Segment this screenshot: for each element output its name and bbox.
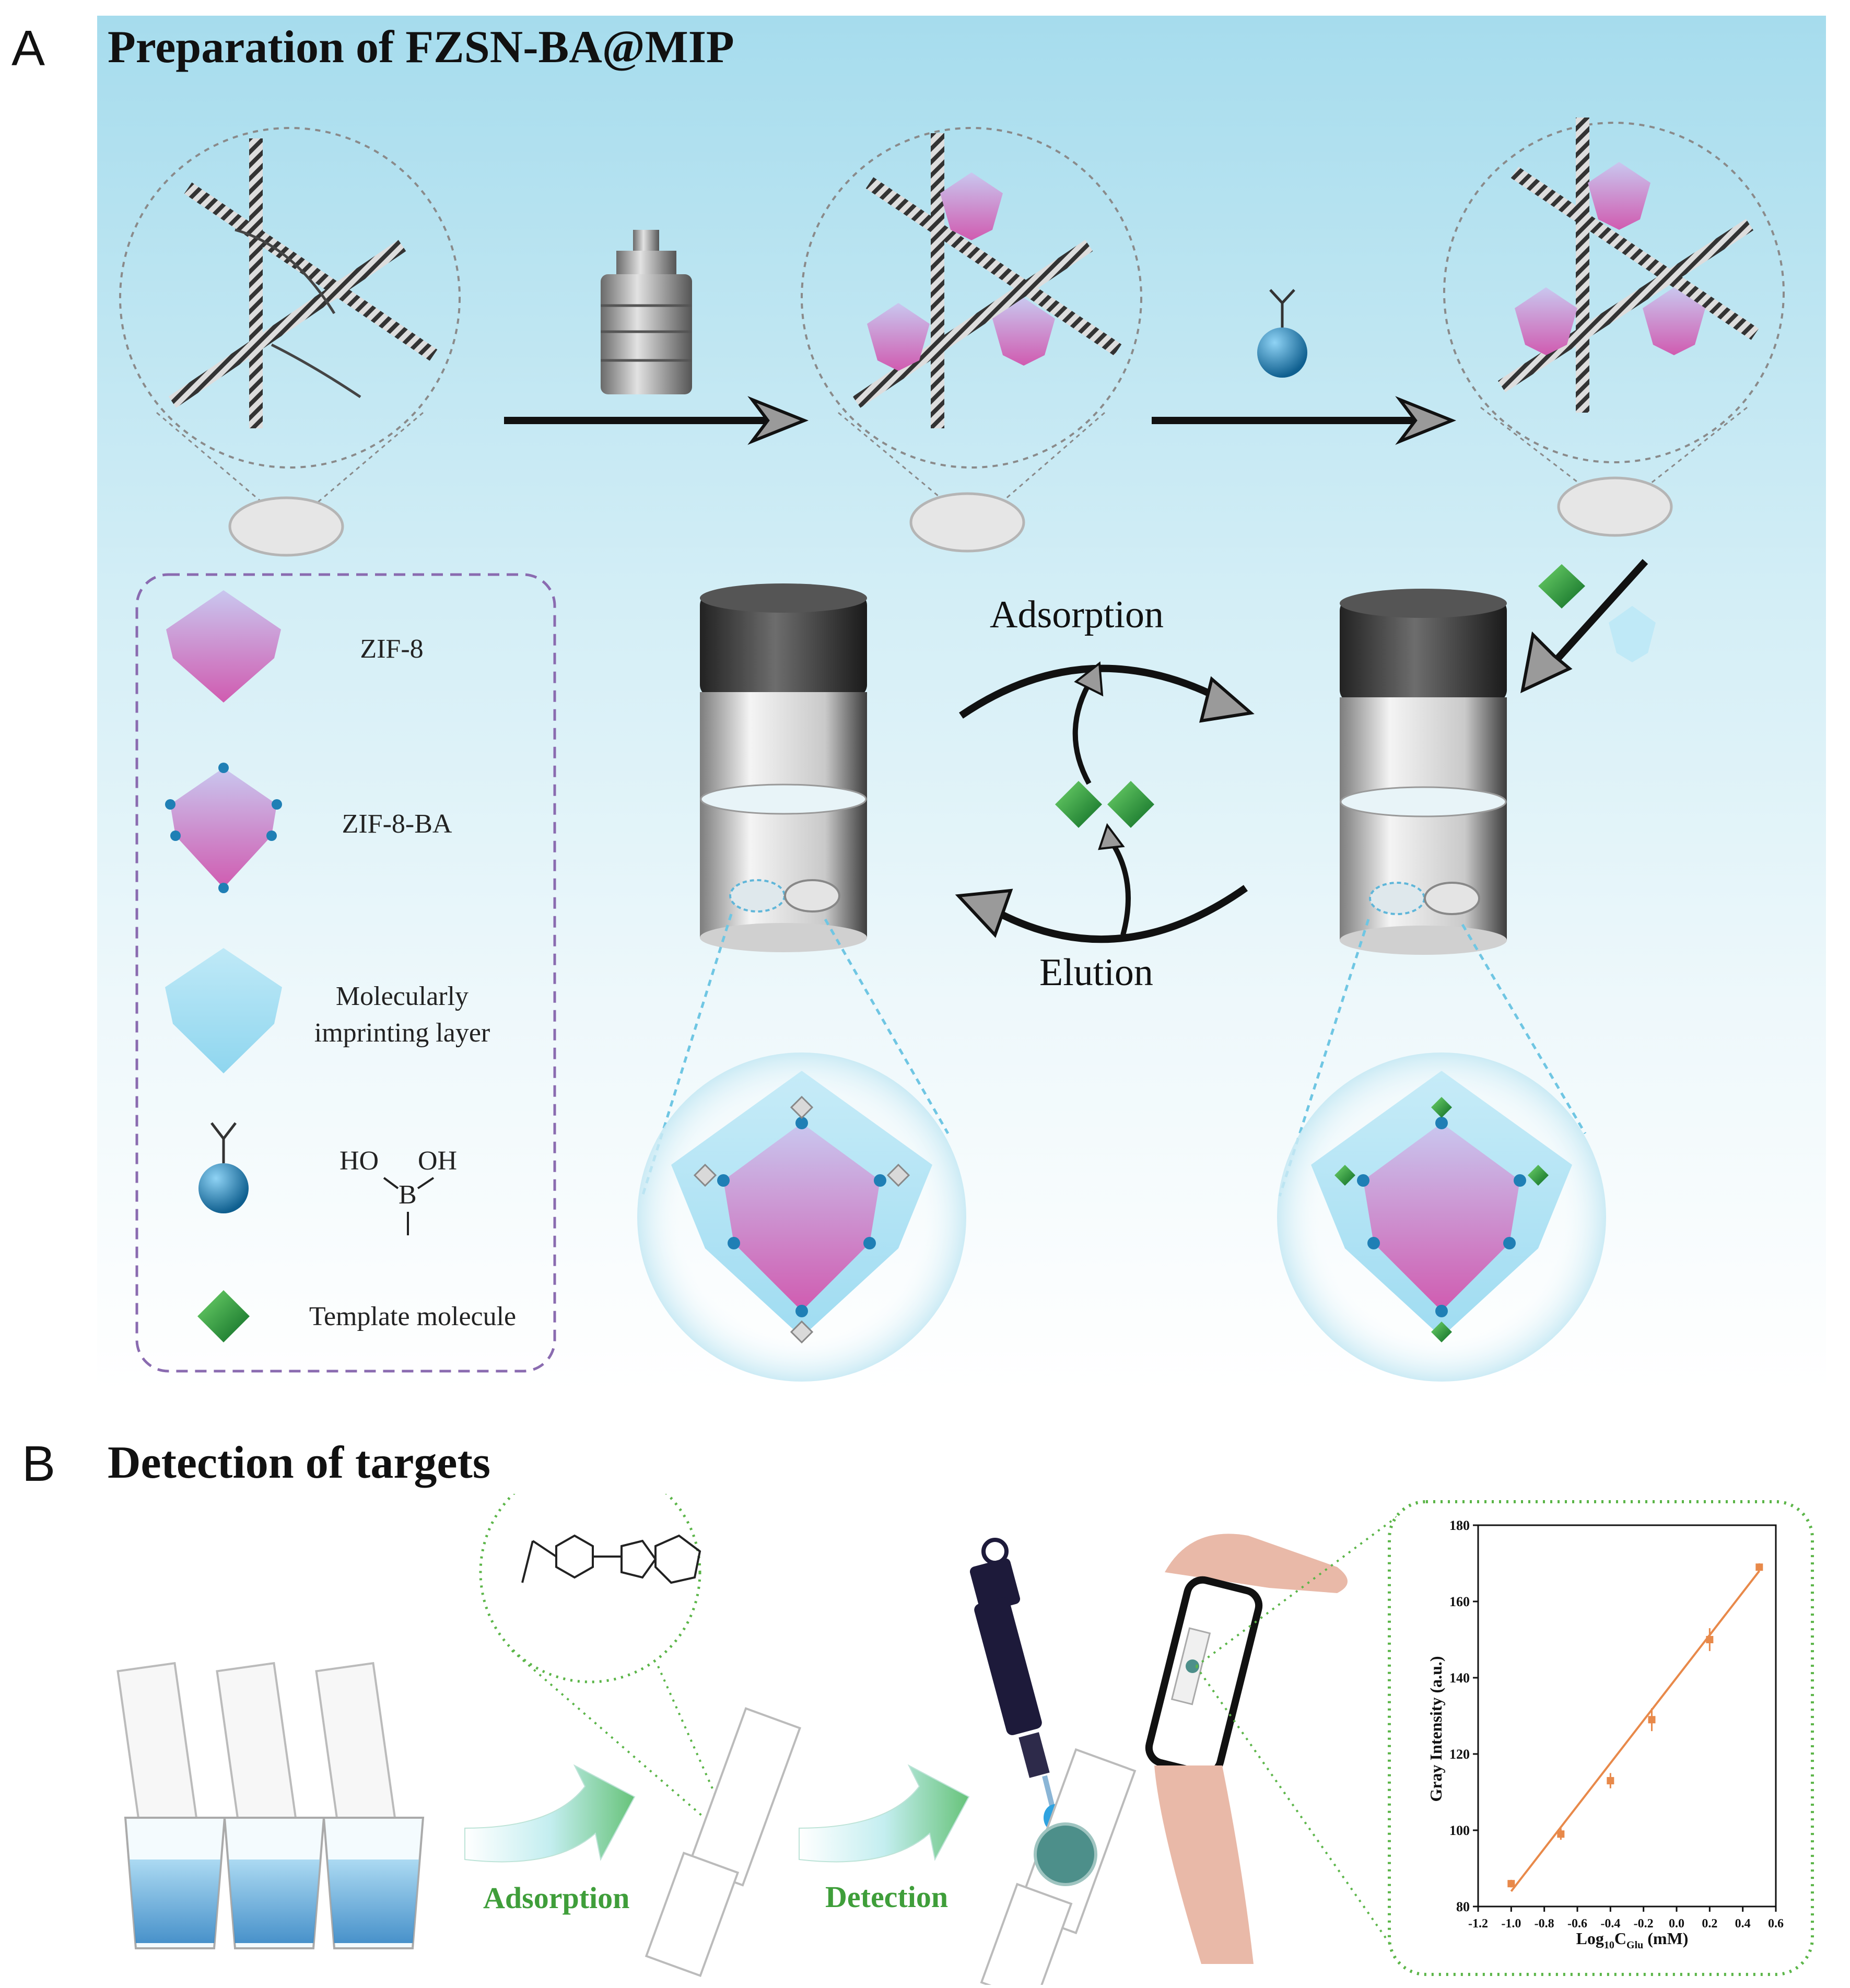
chart-x-label-glu: Glu [1626,1939,1643,1951]
x-tick-label: -0.8 [1535,1917,1554,1931]
legend-chem-b: B [399,1180,417,1210]
chart-x-label-c: C [1614,1929,1626,1948]
x-tick-label: -0.6 [1567,1917,1587,1931]
chart-y-ticks: 80 100 120 140 160 180 [1449,1518,1478,1914]
chart-x-label-log: Log [1576,1929,1604,1948]
data-point [1706,1636,1714,1643]
y-tick-label: 80 [1456,1899,1470,1914]
panel-a-letter: A [11,20,45,76]
elution-label: Elution [1039,951,1153,994]
x-tick-label: 0.2 [1702,1917,1717,1931]
membrane-disc-2 [909,492,1025,553]
eluted-template-icon-2 [1107,781,1154,828]
chem-structure-zoom-circle [479,1494,722,1824]
template-molecule-icon [1538,564,1585,609]
detection-step-label: Detection [825,1880,949,1914]
panel-a-illustration [119,118,1785,1382]
panel-b-illustration [116,1494,1814,1985]
beaker-2 [216,1662,325,1949]
chart-x-label-sub10: 10 [1604,1939,1614,1951]
chart-x-label-unit: (mM) [1643,1929,1688,1948]
data-point [1648,1716,1656,1724]
legend-label-zif8-ba: ZIF-8-BA [342,809,452,839]
membrane-disc-3 [1557,476,1673,537]
legend-label-zif8: ZIF-8 [360,634,424,664]
fiber-zoom-circle-1 [119,127,461,518]
y-tick-label: 180 [1449,1518,1470,1533]
legend-label-template: Template molecule [309,1302,517,1331]
y-tick-label: 140 [1449,1670,1470,1686]
vial-left [700,583,867,952]
chart-plot-frame [1477,1524,1777,1908]
mip-zoom-bubble-eluted [637,1053,966,1382]
chart-x-ticks: -1.2 -1.0 -0.8 -0.6 -0.4 -0.2 0.0 0.2 0.4 0.6 [1468,1907,1784,1931]
y-tick-label: 160 [1449,1594,1470,1609]
adsorption-step-label: Adsorption [483,1881,630,1915]
beaker-1 [116,1662,226,1949]
x-tick-label: 0.0 [1669,1917,1684,1931]
y-tick-label: 100 [1449,1823,1470,1838]
x-tick-label: -1.0 [1501,1917,1521,1931]
imprinting-layer-crystal-icon [1609,606,1656,662]
x-tick-label: -0.4 [1600,1917,1620,1931]
chart-frame [1388,1500,1814,1976]
fiber-zoom-circle-3 [1443,118,1785,505]
x-tick-label: -0.2 [1634,1917,1654,1931]
legend-chem-ho: HO [339,1146,379,1176]
fit-line [1510,1570,1760,1892]
chart-axes [1477,1524,1777,1908]
x-tick-label: 0.6 [1768,1917,1784,1931]
y-tick-label: 120 [1449,1747,1470,1762]
data-point [1607,1777,1614,1785]
legend-label-imprinting-line2: imprinting layer [314,1018,490,1048]
membrane-disc-1 [228,496,344,557]
test-strip-2 [980,1748,1137,1985]
x-tick-label: -1.2 [1468,1917,1488,1931]
chart-fit-line [1510,1570,1760,1892]
calibration-chart: -1.2 -1.0 -0.8 -0.6 -0.4 -0.2 0.0 0.2 0.4 0.6 80 1… [1426,1518,1784,1951]
data-point [1507,1880,1515,1888]
mip-zoom-bubble-adsorbed [1277,1053,1606,1382]
test-strip-1 [645,1707,801,1978]
legend-boronic-acid-sphere-icon [198,1122,249,1213]
adsorption-step-arrow [464,1764,636,1863]
legend-boronic-acid-structure [383,1177,435,1235]
data-point [1755,1563,1763,1571]
chart-y-axis-label: Gray Intensity (a.u.) [1426,1656,1445,1802]
legend-imprinting-layer-icon [165,948,282,1073]
legend-chem-oh: OH [418,1146,458,1176]
legend-box [135,573,556,1373]
x-tick-label: 0.4 [1735,1917,1751,1931]
process-arrow-3 [1545,559,1648,671]
pipette-icon [969,1538,1067,1831]
legend-zif8-ba-icon [165,763,282,893]
legend-label-imprinting-line1: Molecularly [335,981,469,1011]
legend-zif8-icon [166,590,281,703]
fiber-zoom-circle-2 [801,127,1142,518]
adsorption-label: Adsorption [990,593,1164,636]
elution-cycle-arrow [980,885,1248,943]
weight-reagent-icon [601,230,692,394]
chart-x-axis-label: Log10CGlu (mM) [1576,1929,1689,1951]
panel-b-letter: B [22,1436,56,1492]
detection-step-arrow [799,1764,970,1863]
boronic-acid-reagent-icon [1257,289,1307,378]
smartphone-icon [1145,1534,1348,1964]
chart-data-points [1507,1563,1763,1888]
panel-a-title: Preparation of FZSN-BA@MIP [108,22,734,73]
panel-b-title: Detection of targets [108,1437,491,1488]
beaker-3 [315,1662,425,1949]
vial-right [1340,589,1507,955]
eluted-template-icon-1 [1055,781,1102,828]
legend-template-molecule-icon [197,1290,250,1342]
data-point [1557,1830,1565,1838]
